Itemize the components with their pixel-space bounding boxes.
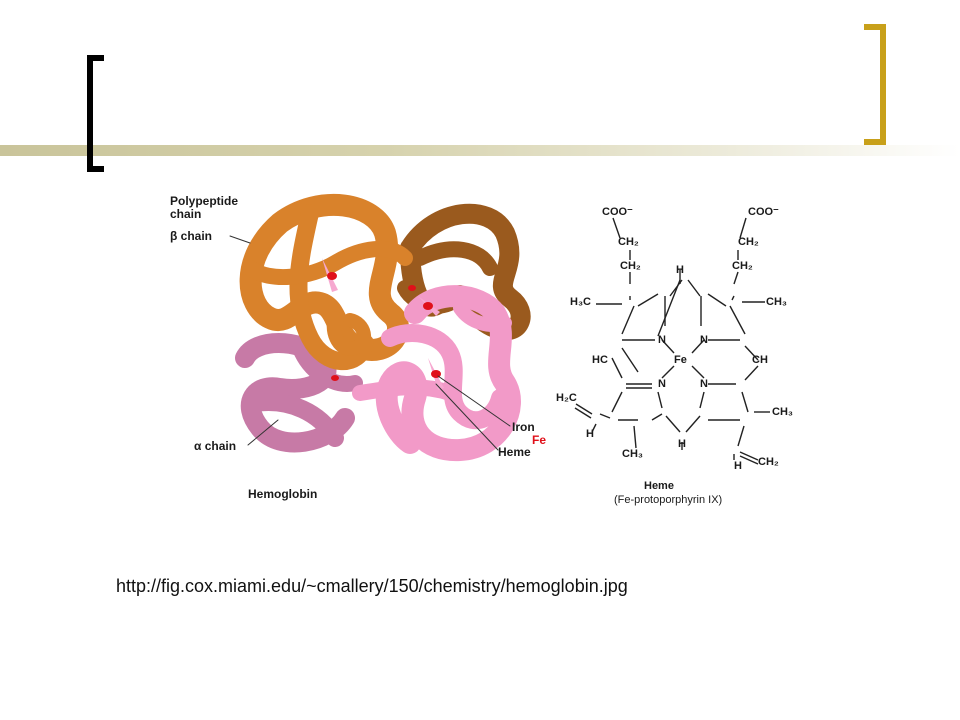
hc-left-label: HC (592, 354, 608, 366)
ch2-vinyl-right: CH₂ (758, 456, 779, 468)
alpha-chain-1-ribbon (235, 333, 363, 453)
h-vinyl-left: H (586, 428, 594, 440)
source-url-text: http://fig.cox.miami.edu/~cmallery/150/c… (116, 576, 628, 596)
n-top-left: N (658, 334, 666, 346)
ch2-right-2: CH₂ (732, 260, 753, 272)
hemoglobin-molecule-illustration (229, 193, 531, 462)
coo-right: COO⁻ (748, 206, 779, 218)
ch3-right-lower: CH₃ (772, 406, 793, 418)
fe-center: Fe (674, 354, 687, 366)
ch3-bottom: CH₃ (622, 448, 643, 460)
iron-label: Iron (512, 420, 535, 434)
h-vinyl-right: H (734, 460, 742, 472)
label-leader-lines (229, 235, 511, 451)
heme-label: Heme (498, 445, 531, 459)
ch2-right-1: CH₂ (738, 236, 759, 248)
heme-structure-title: Heme (644, 480, 674, 492)
alpha-chain-label: α chain (194, 439, 237, 453)
n-bottom-right: N (700, 378, 708, 390)
h2c-vinyl-left: H₂C (556, 392, 577, 404)
alpha-chain-2-ribbon (352, 285, 521, 462)
h-top: H (676, 264, 684, 276)
ch2-left-1: CH₂ (618, 236, 639, 248)
ch3-right-label: CH₃ (766, 296, 787, 308)
n-top-right: N (700, 334, 708, 346)
coo-left: COO⁻ (602, 206, 633, 218)
heme-structure-subtitle: (Fe-protoporphyrin IX) (614, 494, 723, 506)
n-bottom-left: N (658, 378, 666, 390)
chain-label: chain (170, 207, 202, 221)
polypeptide-label: Polypeptide (170, 194, 239, 208)
beta-chain-label: β chain (170, 229, 212, 243)
hemoglobin-figure: Polypeptide chain β chain α chain Iron F… (160, 188, 800, 518)
ch-right-label: CH (752, 354, 768, 366)
header-rule (0, 145, 960, 156)
h-bottom: H (678, 438, 686, 450)
fe-label: Fe (532, 433, 547, 447)
ch2-left-2: CH₂ (620, 260, 641, 272)
left-bracket-decoration (87, 55, 104, 172)
beta-chain-1-ribbon (239, 193, 413, 371)
figure-drawing (229, 193, 770, 465)
heme-structure-bonds (574, 217, 770, 465)
hemoglobin-caption: Hemoglobin (248, 487, 318, 501)
h3c-label: H₃C (570, 296, 591, 308)
right-bracket-decoration (864, 24, 886, 145)
